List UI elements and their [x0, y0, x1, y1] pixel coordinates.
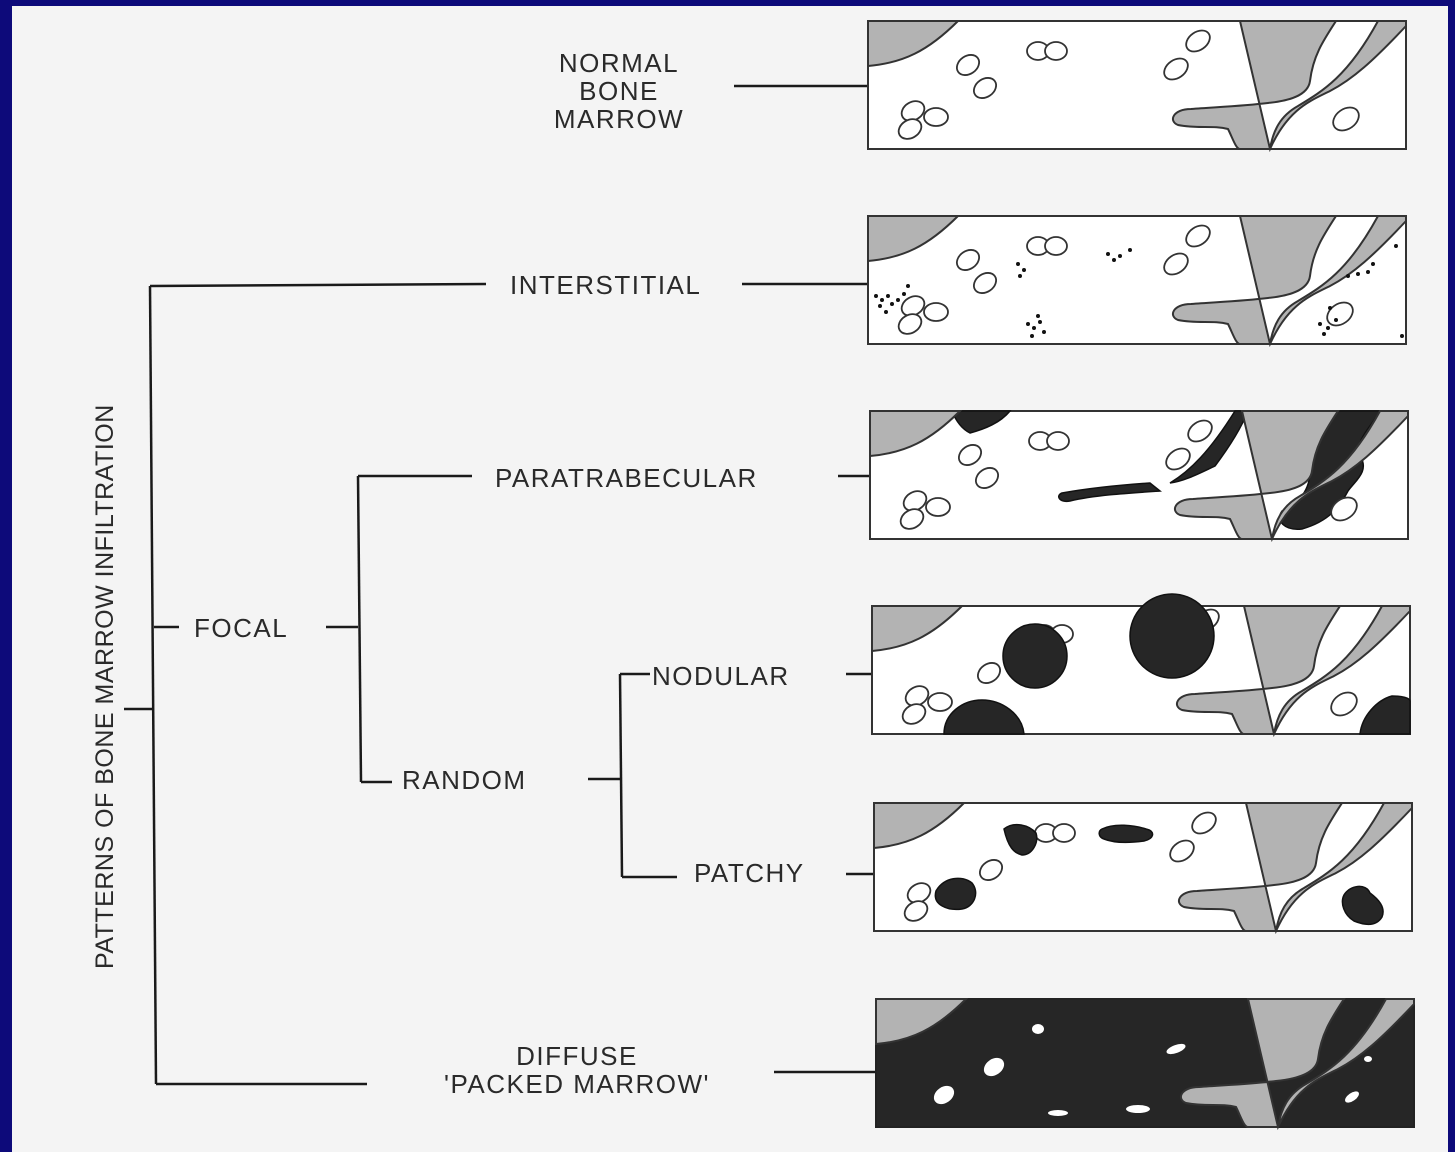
panel-patchy: [874, 803, 1412, 931]
label-interstitial: INTERSTITIAL: [510, 270, 701, 300]
panel-normal: [868, 21, 1406, 149]
panel-interstitial: [868, 216, 1406, 344]
diagram-panel: PATTERNS OF BONE MARROW INFILTRATION NOR…: [12, 6, 1448, 1152]
label-diffuse-line1: DIFFUSE: [516, 1041, 638, 1071]
label-normal-line2: BONE: [579, 76, 659, 106]
pattern-labels: NORMAL BONE MARROW INTERSTITIAL FOCAL PA…: [194, 48, 805, 1099]
label-normal-line3: MARROW: [554, 104, 684, 134]
label-diffuse-line2: 'PACKED MARROW': [444, 1069, 710, 1099]
label-random: RANDOM: [402, 765, 527, 795]
label-nodular: NODULAR: [652, 661, 790, 691]
panel-diffuse: [876, 999, 1414, 1127]
label-patchy: PATCHY: [694, 858, 805, 888]
label-normal-line1: NORMAL: [559, 48, 679, 78]
panel-paratrabecular: [870, 411, 1408, 539]
label-focal: FOCAL: [194, 613, 288, 643]
marrow-infiltration-diagram: PATTERNS OF BONE MARROW INFILTRATION NOR…: [12, 6, 1448, 1152]
tree-connectors: [124, 86, 876, 1084]
diagram-title: PATTERNS OF BONE MARROW INFILTRATION: [91, 404, 119, 969]
label-paratrabecular: PARATRABECULAR: [495, 463, 758, 493]
panel-nodular: [872, 594, 1410, 734]
